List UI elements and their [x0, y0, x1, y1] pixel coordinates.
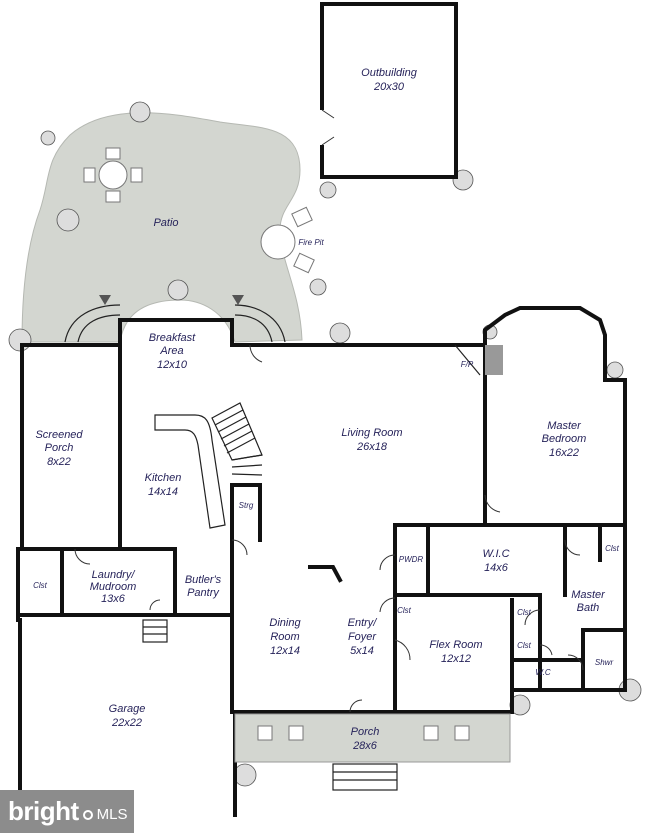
entry-closet-label: Clst	[397, 606, 412, 615]
powder-room-label: PWDR	[399, 555, 424, 564]
master-bath-label-1: Master	[571, 589, 606, 601]
fire-pit-label: Fire Pit	[298, 238, 324, 247]
laundry-label-1: Laundry/	[92, 569, 136, 581]
flex-closet-2-label: Clst	[517, 641, 532, 650]
dining-room-label-1: Dining	[269, 617, 301, 629]
dining-room-size: 12x14	[270, 645, 300, 657]
breakfast-label-1: Breakfast	[149, 332, 196, 344]
screened-porch-label-1: Screened	[35, 429, 83, 441]
patio-table-icon	[83, 147, 143, 203]
fireplace-label: F/P	[461, 360, 474, 369]
porch-chair-icons	[257, 725, 470, 741]
kitchen-label: Kitchen	[145, 472, 182, 484]
door-swings	[74, 344, 584, 713]
interior-walls	[18, 343, 627, 714]
wc-label: W.C	[535, 668, 550, 677]
butlers-pantry-label-1: Butler's	[185, 574, 222, 586]
garage-steps	[142, 619, 168, 643]
garage-label: Garage	[109, 703, 146, 715]
storage-label: Strg	[239, 501, 254, 510]
entry-foyer-size: 5x14	[350, 645, 374, 657]
kitchen-size: 14x14	[148, 486, 178, 498]
butlers-pantry-label-2: Pantry	[187, 587, 220, 599]
outbuilding-size: 20x30	[373, 81, 405, 93]
patio-steps-left	[64, 304, 121, 343]
master-bath-label-2: Bath	[577, 602, 600, 614]
arrow-down-icon	[99, 295, 111, 305]
wic-label: W.I.C	[482, 548, 509, 560]
laundry-size: 13x6	[101, 593, 126, 605]
patio-steps-left-2	[77, 314, 121, 343]
fireplace-block	[485, 345, 503, 375]
kitchen-counter	[154, 414, 226, 529]
patio-steps-right-2	[234, 314, 273, 343]
living-room-label: Living Room	[341, 427, 402, 439]
laundry-label-2: Mudroom	[90, 581, 136, 593]
patio-label: Patio	[153, 217, 178, 229]
mudroom-closet-label: Clst	[33, 581, 48, 590]
breakfast-label-2: Area	[159, 345, 183, 357]
porch-steps	[332, 763, 398, 791]
master-bedroom-size: 16x22	[549, 447, 579, 459]
bright-mls-logo: bright MLS	[0, 790, 134, 833]
flex-closet-1-label: Clst	[517, 608, 532, 617]
arrow-down-icon	[232, 295, 244, 305]
entry-foyer-label-2: Foyer	[348, 631, 377, 643]
porch-size: 28x6	[352, 740, 378, 752]
garage-size: 22x22	[111, 717, 142, 729]
screened-porch-size: 8x22	[47, 456, 71, 468]
master-bedroom-label-2: Bedroom	[542, 433, 587, 445]
breakfast-size: 12x10	[157, 359, 188, 371]
dining-room-label-2: Room	[270, 631, 299, 643]
living-room-size: 26x18	[356, 441, 388, 453]
flex-room-label: Flex Room	[429, 639, 482, 651]
logo-brand: bright	[8, 796, 79, 826]
master-closet-label: Clst	[605, 544, 620, 553]
shower-label: Shwr	[595, 658, 614, 667]
entry-foyer-label-1: Entry/	[348, 617, 378, 629]
shrub-icons	[8, 101, 642, 787]
patio-steps-right	[234, 304, 286, 343]
staircase	[211, 402, 263, 476]
fire-pit-icon	[260, 206, 315, 274]
logo-mark-icon	[82, 809, 93, 820]
fireplace-hearth	[454, 344, 481, 376]
outbuilding-walls	[320, 2, 458, 179]
master-bedroom-label-1: Master	[547, 420, 582, 432]
wic-size: 14x6	[484, 562, 509, 574]
logo-suffix: MLS	[96, 806, 128, 823]
flex-room-size: 12x12	[441, 653, 471, 665]
porch-label: Porch	[351, 726, 380, 738]
outbuilding-label: Outbuilding	[361, 67, 418, 79]
screened-porch-label-2: Porch	[45, 442, 74, 454]
